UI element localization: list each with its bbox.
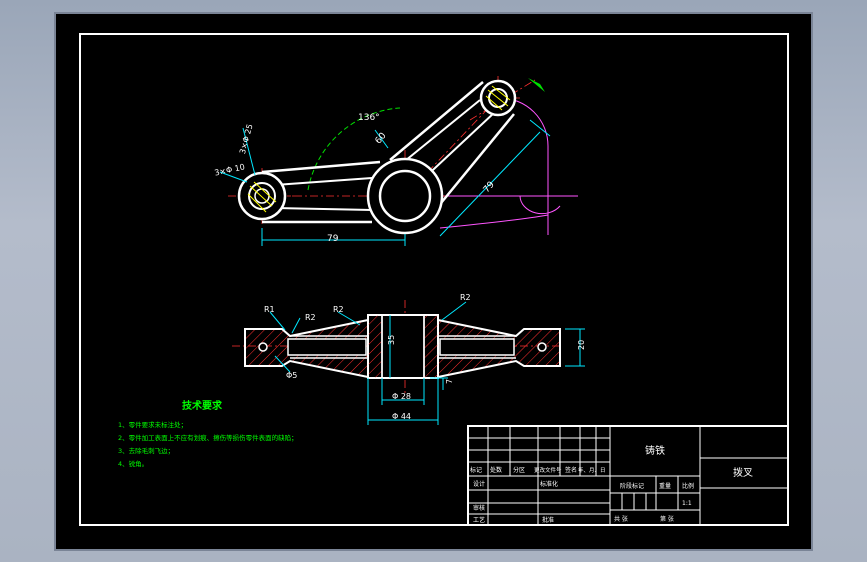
r2-b-label: R2 — [333, 305, 344, 314]
left-boss — [237, 171, 287, 221]
dim-radius-leaders — [269, 301, 467, 373]
hub-wall-right — [423, 314, 439, 379]
dim-35-label: 35 — [387, 335, 396, 345]
dim-dia28-label: Φ 28 — [392, 392, 411, 401]
angle-arc — [307, 107, 401, 191]
direction-arrow-icon — [528, 78, 545, 92]
standard-label: 标准化 — [540, 480, 558, 488]
rev-header-count: 处数 — [490, 466, 502, 474]
dim-diameters-lines — [367, 378, 439, 425]
arm-outline — [261, 81, 515, 224]
scale-label: 比例 — [682, 482, 694, 490]
dim-heights-lines — [389, 315, 585, 390]
rev-header-doc: 更改文件号 — [534, 466, 562, 474]
hub-wall-left — [367, 314, 383, 379]
r2-a-label: R2 — [305, 313, 316, 322]
front-view: 136° 60 79 79 3×Φ 25 3×Φ 10 — [214, 76, 578, 246]
model-space — [54, 12, 813, 551]
stage-mark-label: 阶段标记 — [620, 482, 644, 490]
dim-leader-60 — [374, 129, 389, 149]
part-name-label: 拨叉 — [733, 466, 753, 479]
dim-leaders-left — [219, 127, 256, 183]
design-label: 设计 — [473, 480, 485, 488]
r1-label: R1 — [264, 305, 275, 314]
drawing-frame — [79, 33, 789, 526]
note-line-2: 2、零件加工表面上不应有划痕、擦伤等损伤零件表面的缺陷； — [118, 433, 298, 442]
left-pin-hole — [258, 342, 268, 352]
dim-79-horizontal — [261, 228, 406, 246]
check-label: 审核 — [473, 504, 485, 512]
scale-value: 1:1 — [682, 500, 692, 507]
section-view: R1 R2 R2 R2 Φ5 35 20 7 Φ 28 Φ 44 — [232, 293, 586, 425]
notes-title: 技术要求 — [182, 399, 223, 412]
material-label: 铸铁 — [645, 444, 665, 457]
weight-label: 重量 — [659, 482, 671, 490]
web-cutout — [287, 338, 515, 356]
note-line-1: 1、零件要求未标注处； — [118, 420, 187, 429]
title-block-text: 铸铁 拨叉 标记 处数 分区 更改文件号 签名 年、月、日 设计 标准化 审核 … — [470, 444, 753, 524]
sheet-number-label: 第 张 — [660, 515, 674, 523]
arm-inner-outline — [274, 99, 496, 211]
rev-cols — [487, 426, 611, 525]
process-label: 工艺 — [473, 516, 485, 524]
dim-dia44-label: Φ 44 — [392, 412, 411, 421]
rev-header-date: 年、月、日 — [578, 466, 606, 474]
left-hole-hatch — [247, 181, 277, 213]
r2-c-label: R2 — [460, 293, 471, 302]
technical-notes: 技术要求 1、零件要求未标注处； 2、零件加工表面上不应有划痕、擦伤等损伤零件表… — [118, 399, 298, 468]
note-line-3: 3、去除毛刺飞边； — [118, 446, 174, 455]
dia5-label: Φ5 — [286, 371, 297, 380]
top-hole-hatch — [485, 85, 511, 111]
rev-header-mark: 标记 — [470, 466, 482, 474]
rev-rows — [468, 437, 610, 515]
right-pin-hole — [537, 342, 547, 352]
note-line-4: 4、锐角。 — [118, 459, 148, 468]
dim-20-label: 20 — [577, 340, 586, 350]
rev-header-sign: 签名 — [565, 466, 577, 474]
center-hole — [378, 169, 432, 223]
dim-7-label: 7 — [445, 379, 454, 384]
rev-header-zone: 分区 — [513, 466, 525, 474]
title-block — [467, 425, 789, 526]
section-edges — [290, 315, 516, 378]
title-block-grid — [610, 426, 788, 525]
dim-79-left-label: 79 — [327, 234, 339, 244]
angle-136-label: 136° — [358, 113, 380, 123]
left-hole — [248, 182, 276, 210]
sheets-label: 共 张 — [614, 515, 628, 523]
dim-79-angled — [439, 119, 551, 237]
approve-label: 批准 — [542, 516, 554, 524]
